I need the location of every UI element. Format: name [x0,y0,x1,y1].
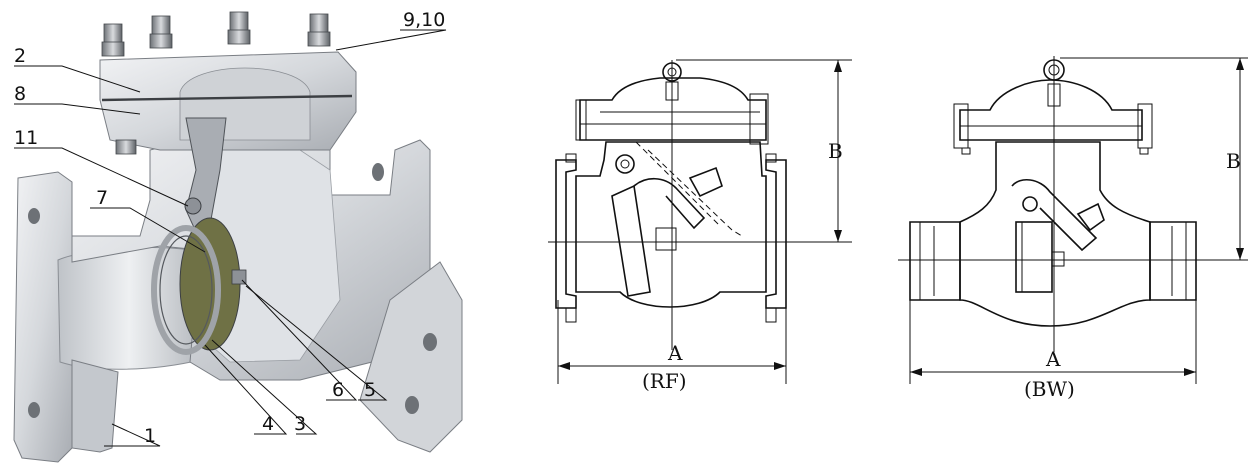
flange-bolt-hole [405,396,419,414]
drawing-rf: A (RF) B [548,59,852,393]
bw-dim-a-sub: (BW) [1024,377,1075,401]
drawing-bw: A (BW) B [898,56,1248,401]
bw-dim-a-label: A [1045,347,1061,371]
rf-dim-b-label: B [828,139,843,163]
outlet-flange [359,261,463,453]
bonnet-gasket [101,94,353,102]
callout-labels: 2 8 11 7 9,10 1 4 3 6 5 [14,9,445,447]
rf-body [575,141,767,308]
inlet-flange [13,171,73,463]
cutaway-valve [13,11,463,463]
callout-4: 4 [262,413,274,435]
rf-left-flange [555,159,577,309]
callout-9-10: 9,10 [403,9,445,31]
rf-dim-a-label: A [667,341,683,365]
bw-right-end [1149,221,1197,301]
rf-bonnet [579,77,767,141]
seat-ring-edge [159,235,213,345]
bw-body [959,141,1151,327]
callout-8: 8 [14,83,26,105]
seat-ring [151,225,221,355]
rf-dim-a-sub: (RF) [642,369,687,393]
callout-7: 7 [96,187,108,209]
flange-bolt-hole [28,402,40,418]
callout-2: 2 [14,45,26,67]
flange-bolt-hole [28,208,40,224]
callout-6: 6 [332,379,344,401]
hinge-pin [184,197,202,215]
bw-bonnet [959,79,1143,141]
callout-5: 5 [364,379,376,401]
bw-dim-b-label: B [1226,149,1241,173]
flange-bolt-hole [372,163,384,181]
bonnet-studs [101,11,331,155]
callout-1: 1 [144,425,156,447]
flange-bolt-hole [423,333,437,351]
inlet-flange-foot [71,359,119,453]
callout-leaders [14,29,447,447]
callout-3: 3 [294,413,306,435]
bw-left-end [909,221,961,301]
callout-11: 11 [14,127,38,149]
rf-right-flange [765,159,787,309]
